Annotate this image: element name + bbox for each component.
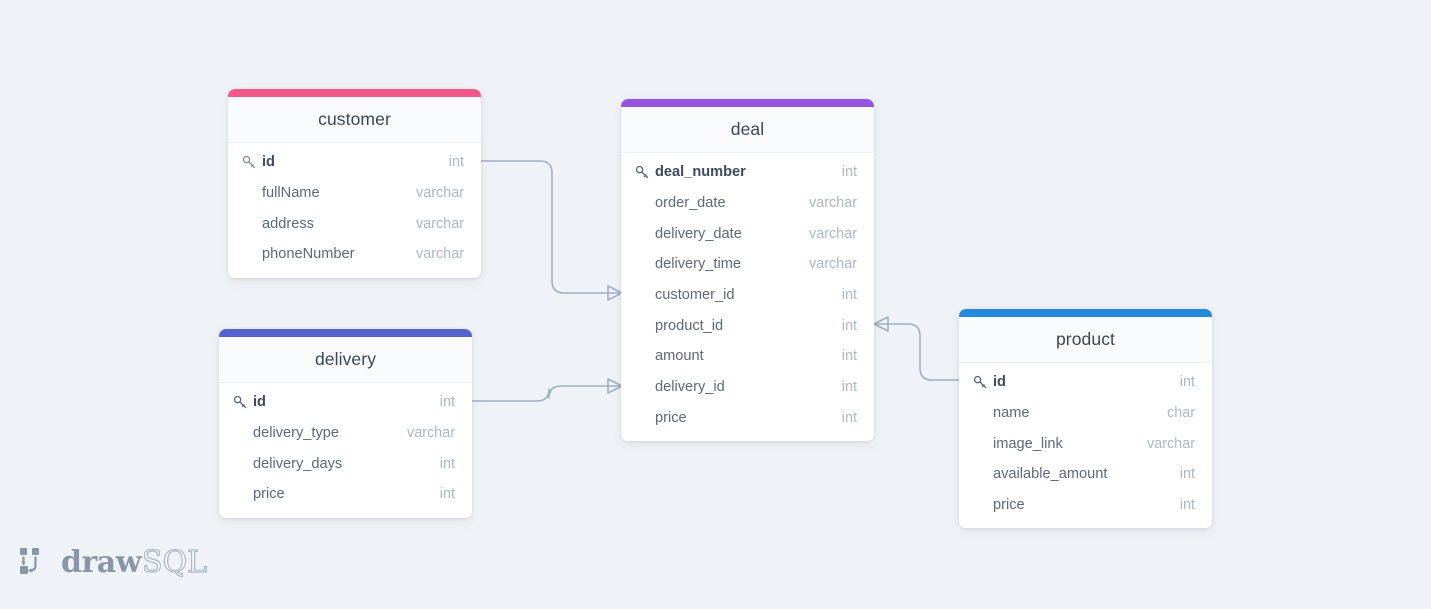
column-row[interactable]: id int [959,367,1212,398]
key-icon [242,155,260,170]
column-type: varchar [407,425,455,442]
column-name: delivery_type [253,425,339,442]
column-type: varchar [1147,435,1195,452]
column-type: int [841,317,857,334]
column-name: amount [655,348,704,365]
column-type: int [1179,374,1195,391]
column-row[interactable]: delivery_days int [219,448,472,479]
column-type: varchar [416,246,464,263]
column-row[interactable]: image_link varchar [959,428,1212,459]
key-icon [233,395,251,410]
table-title: product [959,317,1212,363]
column-type: int [841,164,857,181]
column-list: id int name char image_link varchar avai… [959,363,1212,529]
table-accent-bar [219,329,472,337]
table-title: delivery [219,337,472,383]
column-type: varchar [416,215,464,232]
column-type: int [439,486,455,503]
relationship-customer-deal [480,160,623,301]
table-card-deal[interactable]: deal deal_number int order_date varchar … [621,99,874,442]
relationship-deal-product [873,316,960,381]
column-list: deal_number int order_date varchar deliv… [621,153,874,442]
column-name: address [262,215,314,232]
column-type: int [1179,497,1195,514]
column-row[interactable]: id int [228,147,481,178]
column-row[interactable]: deal_number int [621,157,874,188]
table-accent-bar [621,99,874,107]
column-row[interactable]: amount int [621,341,874,372]
column-list: id int delivery_type varchar delivery_da… [219,383,472,518]
column-type: int [448,154,464,171]
column-name: fullName [262,185,320,202]
column-type: int [841,287,857,304]
column-type: varchar [416,185,464,202]
column-name: product_id [655,317,724,334]
column-row[interactable]: price int [219,479,472,510]
column-name: available_amount [993,466,1108,483]
column-row[interactable]: name char [959,398,1212,429]
logo-sql-text: SQL [141,545,208,580]
table-accent-bar [959,309,1212,317]
column-type: varchar [809,225,857,242]
drawsql-logo[interactable]: draw SQL [18,540,208,586]
column-row[interactable]: delivery_type varchar [219,418,472,449]
column-name: phoneNumber [262,246,355,263]
column-name: order_date [655,195,726,212]
column-row[interactable]: available_amount int [959,459,1212,490]
column-row[interactable]: id int [219,387,472,418]
column-name: price [253,486,285,503]
table-card-customer[interactable]: customer id int fullName varchar address [228,89,481,278]
column-type: int [1179,466,1195,483]
column-type: int [439,455,455,472]
column-type: varchar [809,195,857,212]
column-row[interactable]: address varchar [228,208,481,239]
column-row[interactable]: delivery_time varchar [621,249,874,280]
table-accent-bar [228,89,481,97]
relationship-delivery-deal [471,378,623,402]
drawsql-arrow-mark [20,548,39,574]
column-name: delivery_time [655,256,741,273]
column-name: id [993,374,1006,391]
column-row[interactable]: order_date varchar [621,188,874,219]
column-name: price [655,409,687,426]
table-title: customer [228,97,481,143]
column-name: customer_id [655,287,735,304]
column-name: id [262,154,275,171]
column-name: id [253,394,266,411]
key-icon [635,165,653,180]
column-name: price [993,497,1025,514]
column-row[interactable]: customer_id int [621,280,874,311]
logo-draw-text: draw [61,545,142,580]
column-name: deal_number [655,164,746,181]
column-row[interactable]: delivery_date varchar [621,218,874,249]
column-type: int [841,409,857,426]
column-type: int [841,379,857,396]
column-type: int [841,348,857,365]
column-row[interactable]: phoneNumber varchar [228,239,481,270]
column-row[interactable]: product_id int [621,310,874,341]
column-row[interactable]: fullName varchar [228,178,481,209]
key-icon [973,375,991,390]
column-name: delivery_days [253,455,343,472]
column-name: delivery_id [655,379,725,396]
column-row[interactable]: price int [959,490,1212,521]
column-row[interactable]: delivery_id int [621,372,874,403]
column-name: image_link [993,435,1063,452]
column-type: char [1167,405,1195,422]
column-name: name [993,405,1030,422]
column-type: int [439,394,455,411]
column-row[interactable]: price int [621,403,874,434]
table-title: deal [621,107,874,153]
column-list: id int fullName varchar address varchar … [228,143,481,278]
table-card-delivery[interactable]: delivery id int delivery_type varchar de… [219,329,472,518]
column-type: varchar [809,256,857,273]
column-name: delivery_date [655,225,742,242]
table-card-product[interactable]: product id int name char image_link var [959,309,1212,529]
